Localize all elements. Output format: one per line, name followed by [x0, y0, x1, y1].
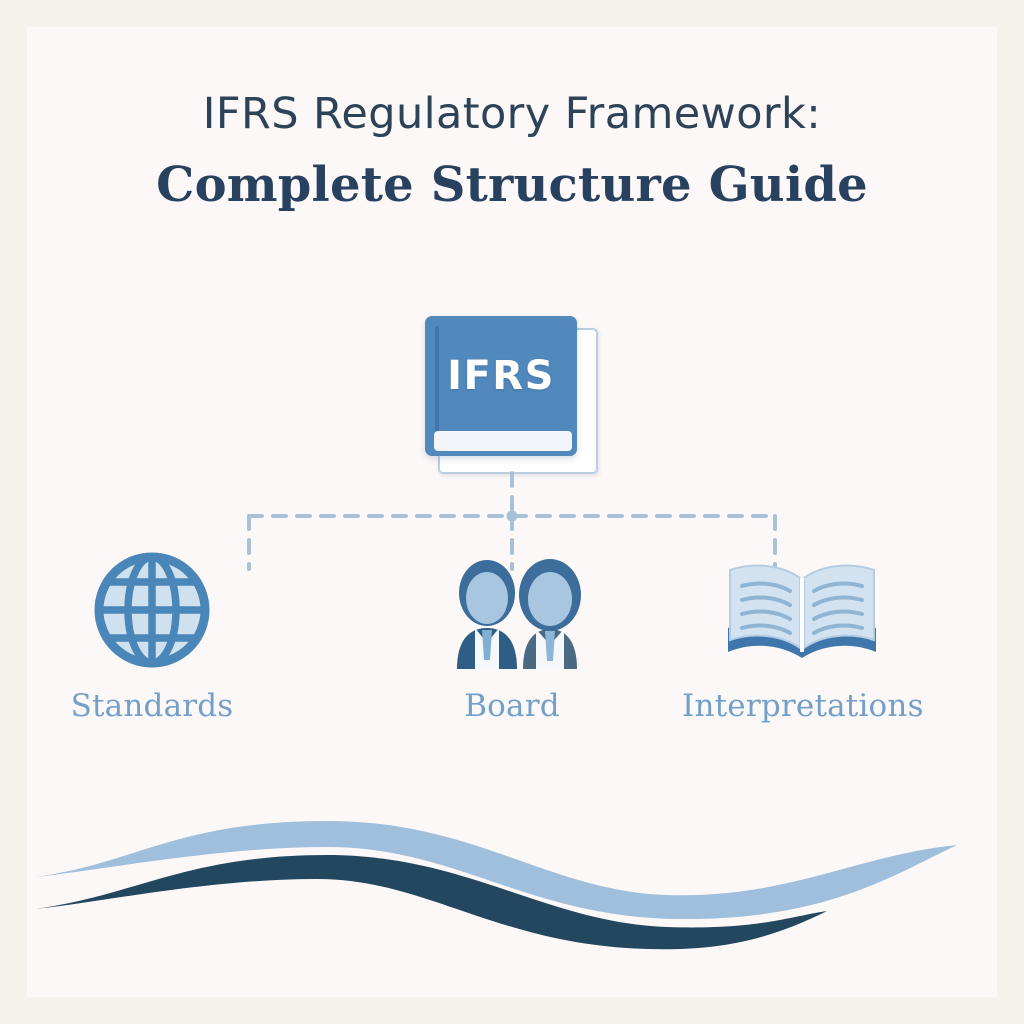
globe-icon: [94, 552, 210, 667]
open-book-icon: [728, 564, 876, 658]
book-closed-icon: IFRS: [425, 316, 577, 456]
central-node-label: IFRS: [447, 353, 555, 399]
title-line-secondary: Complete Structure Guide: [156, 156, 868, 213]
branch-label-standards: Standards: [70, 688, 234, 724]
branch-standards[interactable]: Standards: [32, 547, 272, 724]
wave-light-shape: [35, 821, 957, 920]
branch-icon-wrapper: [682, 547, 922, 672]
title-line-primary: IFRS Regulatory Framework:: [202, 89, 822, 139]
book-base-shape: [434, 431, 572, 451]
branch-icon-wrapper: [32, 547, 272, 672]
connector-junction-dot: [506, 510, 518, 522]
branch-board[interactable]: Board: [392, 547, 632, 724]
wave-decoration: [35, 821, 957, 950]
book-spine-shape: [435, 326, 439, 446]
people-icon: [457, 558, 581, 669]
central-node-ifrs[interactable]: IFRS: [416, 310, 608, 475]
page-title: IFRS Regulatory Framework: Complete Stru…: [27, 89, 997, 213]
branch-interpretations[interactable]: Interpretations: [682, 547, 924, 724]
connector-lines: [247, 471, 777, 571]
wave-dark-shape: [35, 855, 827, 950]
branch-label-interpretations: Interpretations: [682, 688, 924, 724]
content-panel: IFRS Regulatory Framework: Complete Stru…: [27, 27, 997, 997]
branch-label-board: Board: [464, 688, 560, 724]
branch-icon-wrapper: [392, 547, 632, 672]
